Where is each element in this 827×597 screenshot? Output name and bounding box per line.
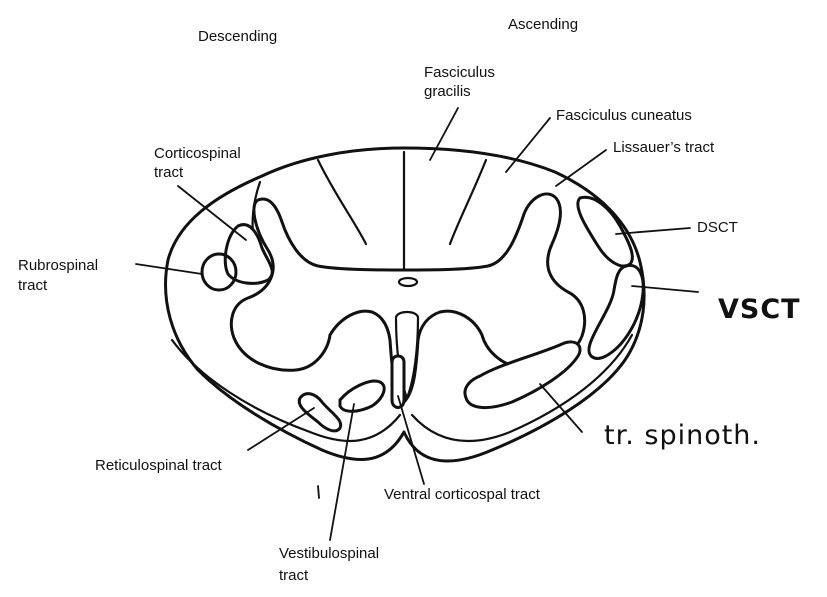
label-reticulospinal: Reticulospinal tract bbox=[95, 457, 223, 474]
label-spinothalamic: tr. spinoth. bbox=[604, 420, 761, 451]
label-fasciculus-gracilis-line2: gracilis bbox=[424, 83, 471, 100]
label-lissauers-tract: Lissauer’s tract bbox=[613, 139, 715, 156]
label-rubrospinal-line1: Rubrospinal bbox=[18, 257, 98, 274]
label-fasciculus-gracilis-line1: Fasciculus bbox=[424, 64, 495, 81]
label-vestibulospinal-line1: Vestibulospinal bbox=[279, 545, 379, 562]
descending-heading: Descending bbox=[198, 28, 277, 45]
leader-lissauer bbox=[556, 150, 606, 186]
label-vsct: VSCT bbox=[718, 294, 801, 325]
label-corticospinal-line2: tract bbox=[154, 164, 184, 181]
label-fasciculus-cuneatus: Fasciculus cuneatus bbox=[556, 107, 692, 124]
label-vestibulospinal-line2: tract bbox=[279, 567, 309, 584]
label-corticospinal-line1: Corticospinal bbox=[154, 145, 241, 162]
central-canal bbox=[399, 278, 417, 286]
ventral-corticospinal-tract-shape bbox=[392, 356, 404, 408]
label-rubrospinal-line2: tract bbox=[18, 277, 48, 294]
stray-mark bbox=[318, 486, 319, 498]
label-ventral-corticospinal: Ventral corticospal tract bbox=[384, 486, 541, 503]
ascending-heading: Ascending bbox=[508, 16, 578, 33]
label-dsct: DSCT bbox=[697, 219, 738, 236]
